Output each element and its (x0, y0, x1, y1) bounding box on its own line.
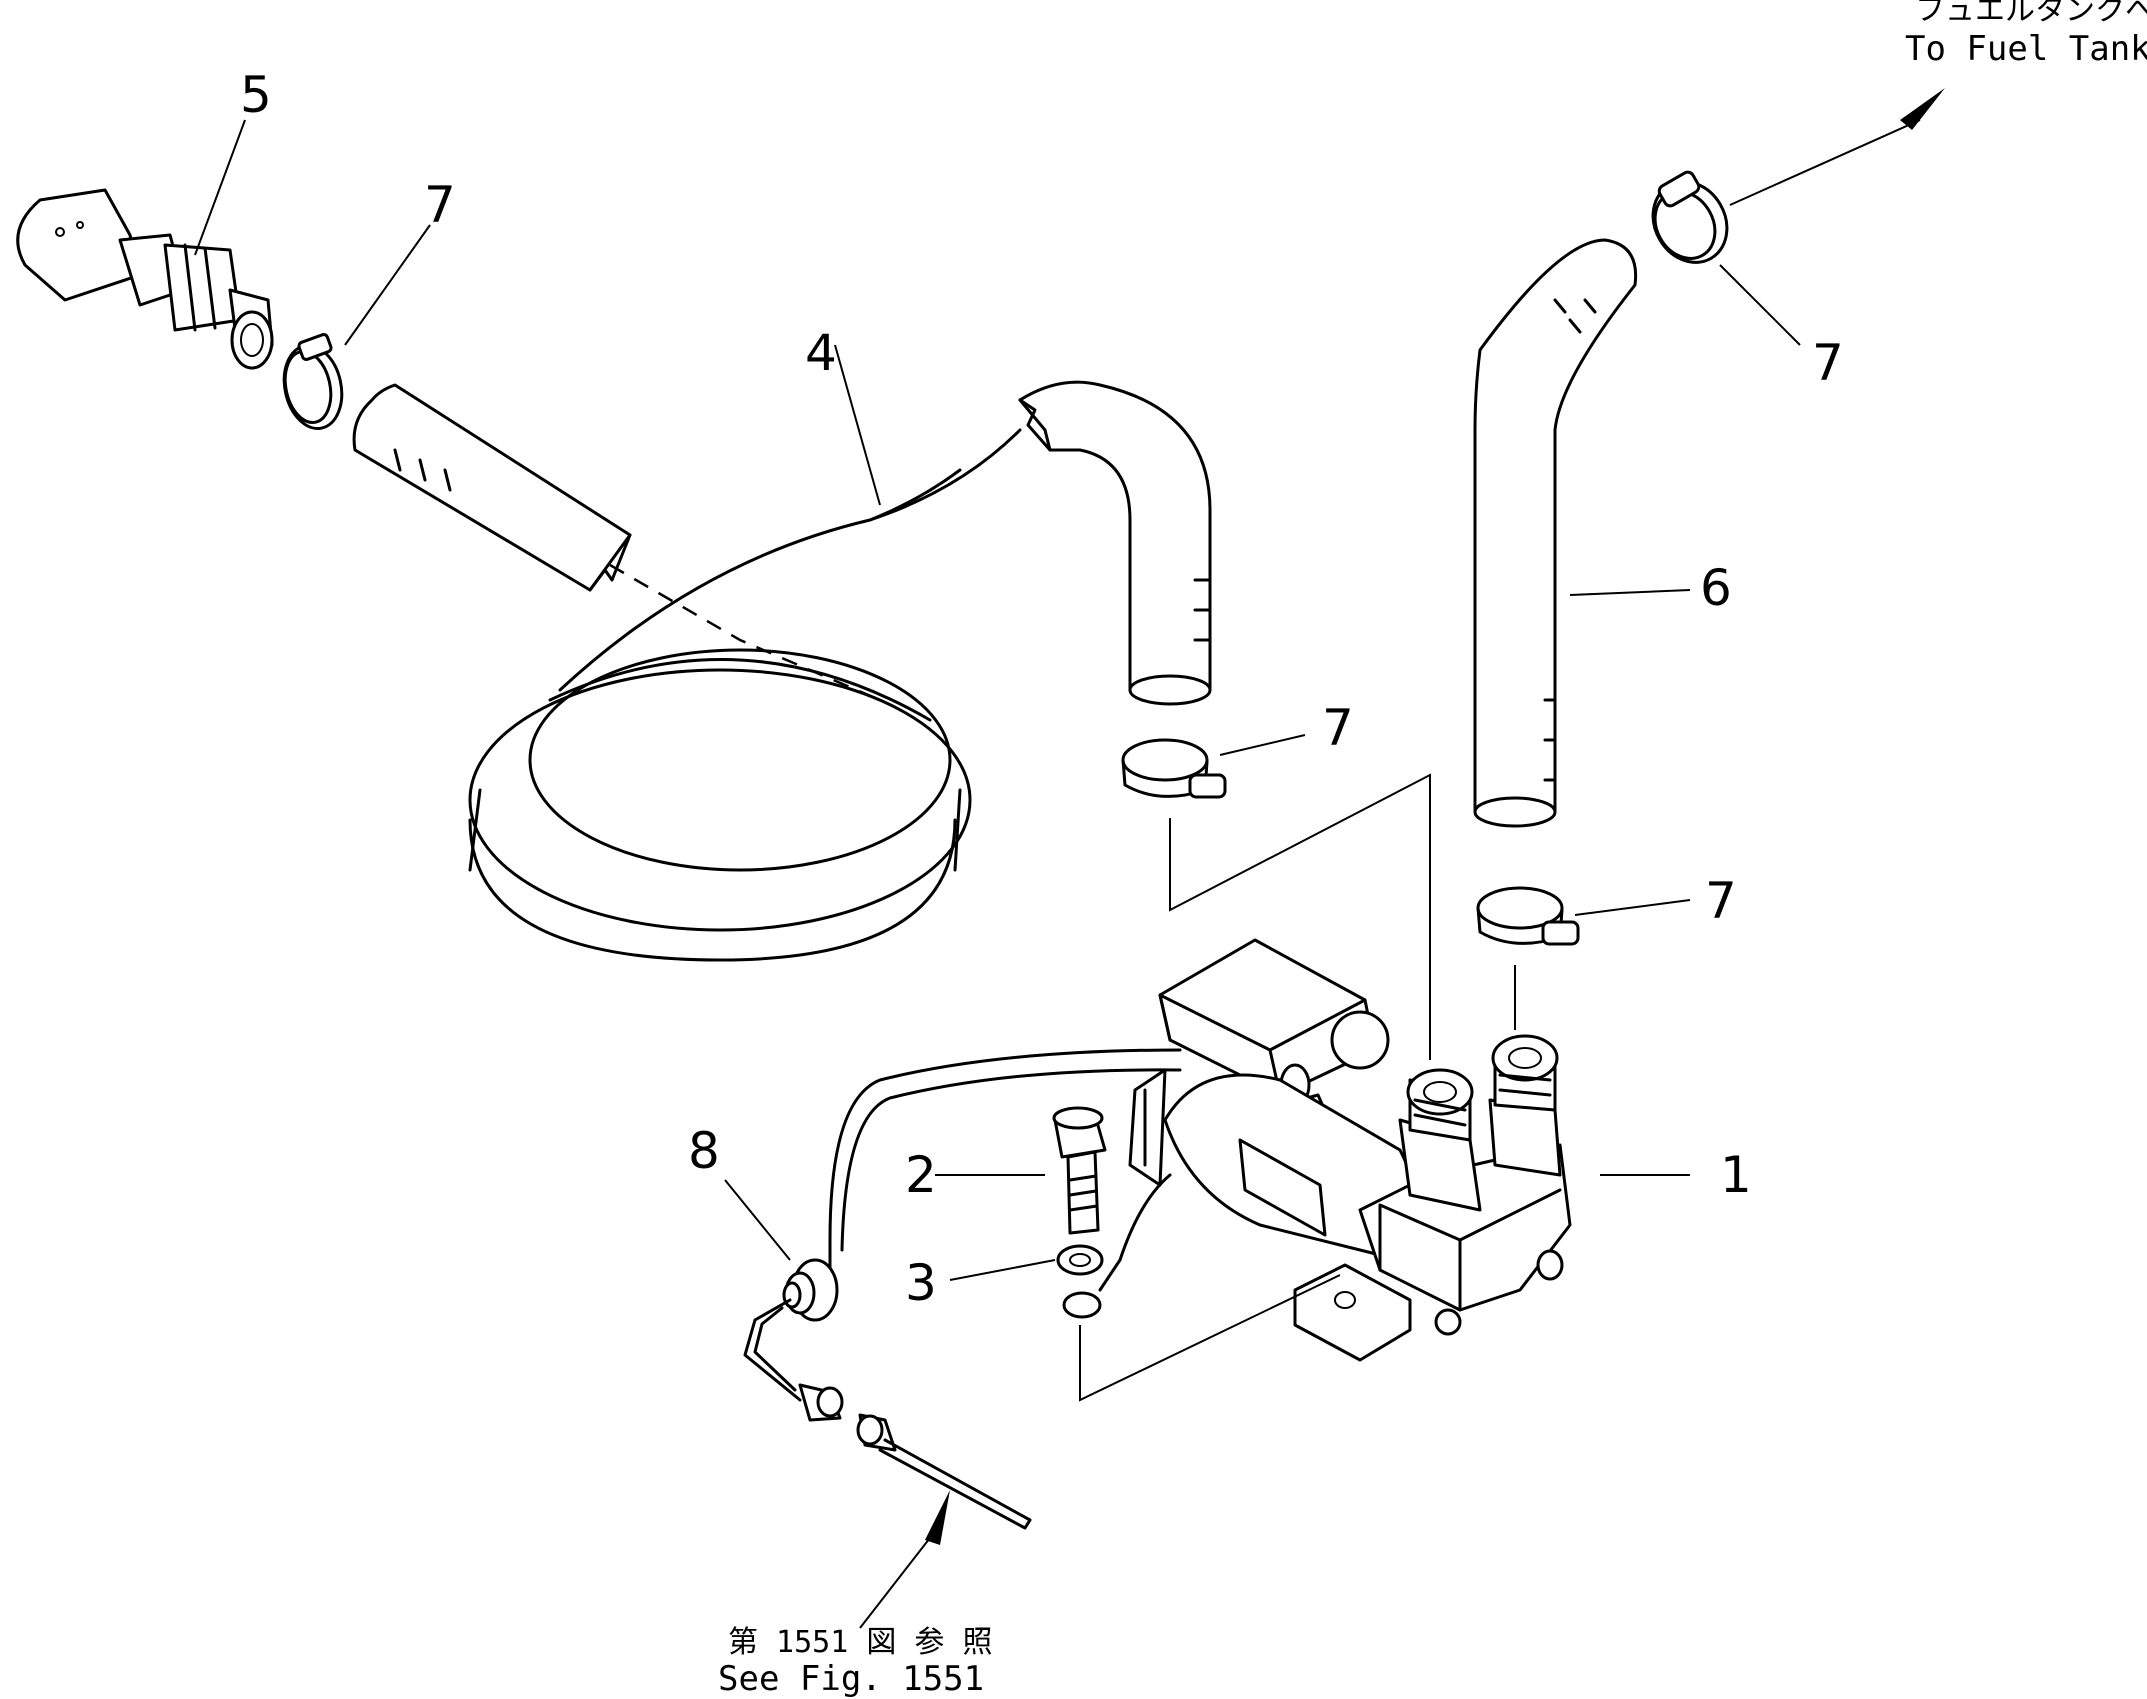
callout-7-b: 7 (1812, 334, 1844, 392)
callout-8: 8 (688, 1122, 720, 1180)
leader-8 (724, 1179, 791, 1261)
leader-7b (1719, 264, 1801, 346)
part-3-washer (1056, 1244, 1104, 1276)
part-8-grommet-wiring (743, 1048, 1182, 1530)
part-7-clamp-d (1476, 886, 1580, 946)
part-2-bolt (1052, 1106, 1107, 1235)
part-6-hose (1473, 238, 1638, 828)
leader-7d (1574, 899, 1691, 916)
callout-2: 2 (905, 1146, 937, 1204)
leader-7a (344, 224, 431, 346)
leader-4 (834, 344, 881, 506)
leader-7c (1219, 734, 1306, 756)
part-4-hose-and-funnel (352, 380, 1212, 962)
assembly-lines (1079, 773, 1516, 1402)
part-5-fitting (16, 188, 274, 370)
callout-7-c: 7 (1322, 699, 1354, 757)
callout-1: 1 (1720, 1146, 1752, 1204)
part-7-clamp-a (282, 333, 344, 430)
part-7-clamp-b (1121, 738, 1227, 799)
note-see-fig-en: See Fig. 1551 (718, 1659, 984, 1699)
part-7-clamp-c (1651, 170, 1729, 264)
leader-lines (194, 119, 1801, 1281)
note-fuel-tank-jp: フュエルタンクへ (1915, 0, 2147, 28)
callout-5: 5 (240, 66, 272, 124)
note-see-fig-jp: 第 1551 図 参 照 (728, 1625, 993, 1660)
arrow-from-see-fig (859, 1490, 950, 1629)
callout-7-a: 7 (424, 176, 456, 234)
leader-6 (1569, 589, 1691, 596)
callout-4: 4 (805, 324, 837, 382)
callout-6: 6 (1700, 559, 1732, 617)
note-fuel-tank-en: To Fuel Tank (1905, 29, 2147, 69)
leader-3 (949, 1259, 1056, 1281)
leader-5 (194, 119, 246, 256)
part-1-pump-assembly (1128, 938, 1572, 1362)
callout-7-d: 7 (1705, 872, 1737, 930)
callout-3: 3 (905, 1254, 937, 1312)
arrow-to-fuel-tank (1729, 88, 1945, 206)
